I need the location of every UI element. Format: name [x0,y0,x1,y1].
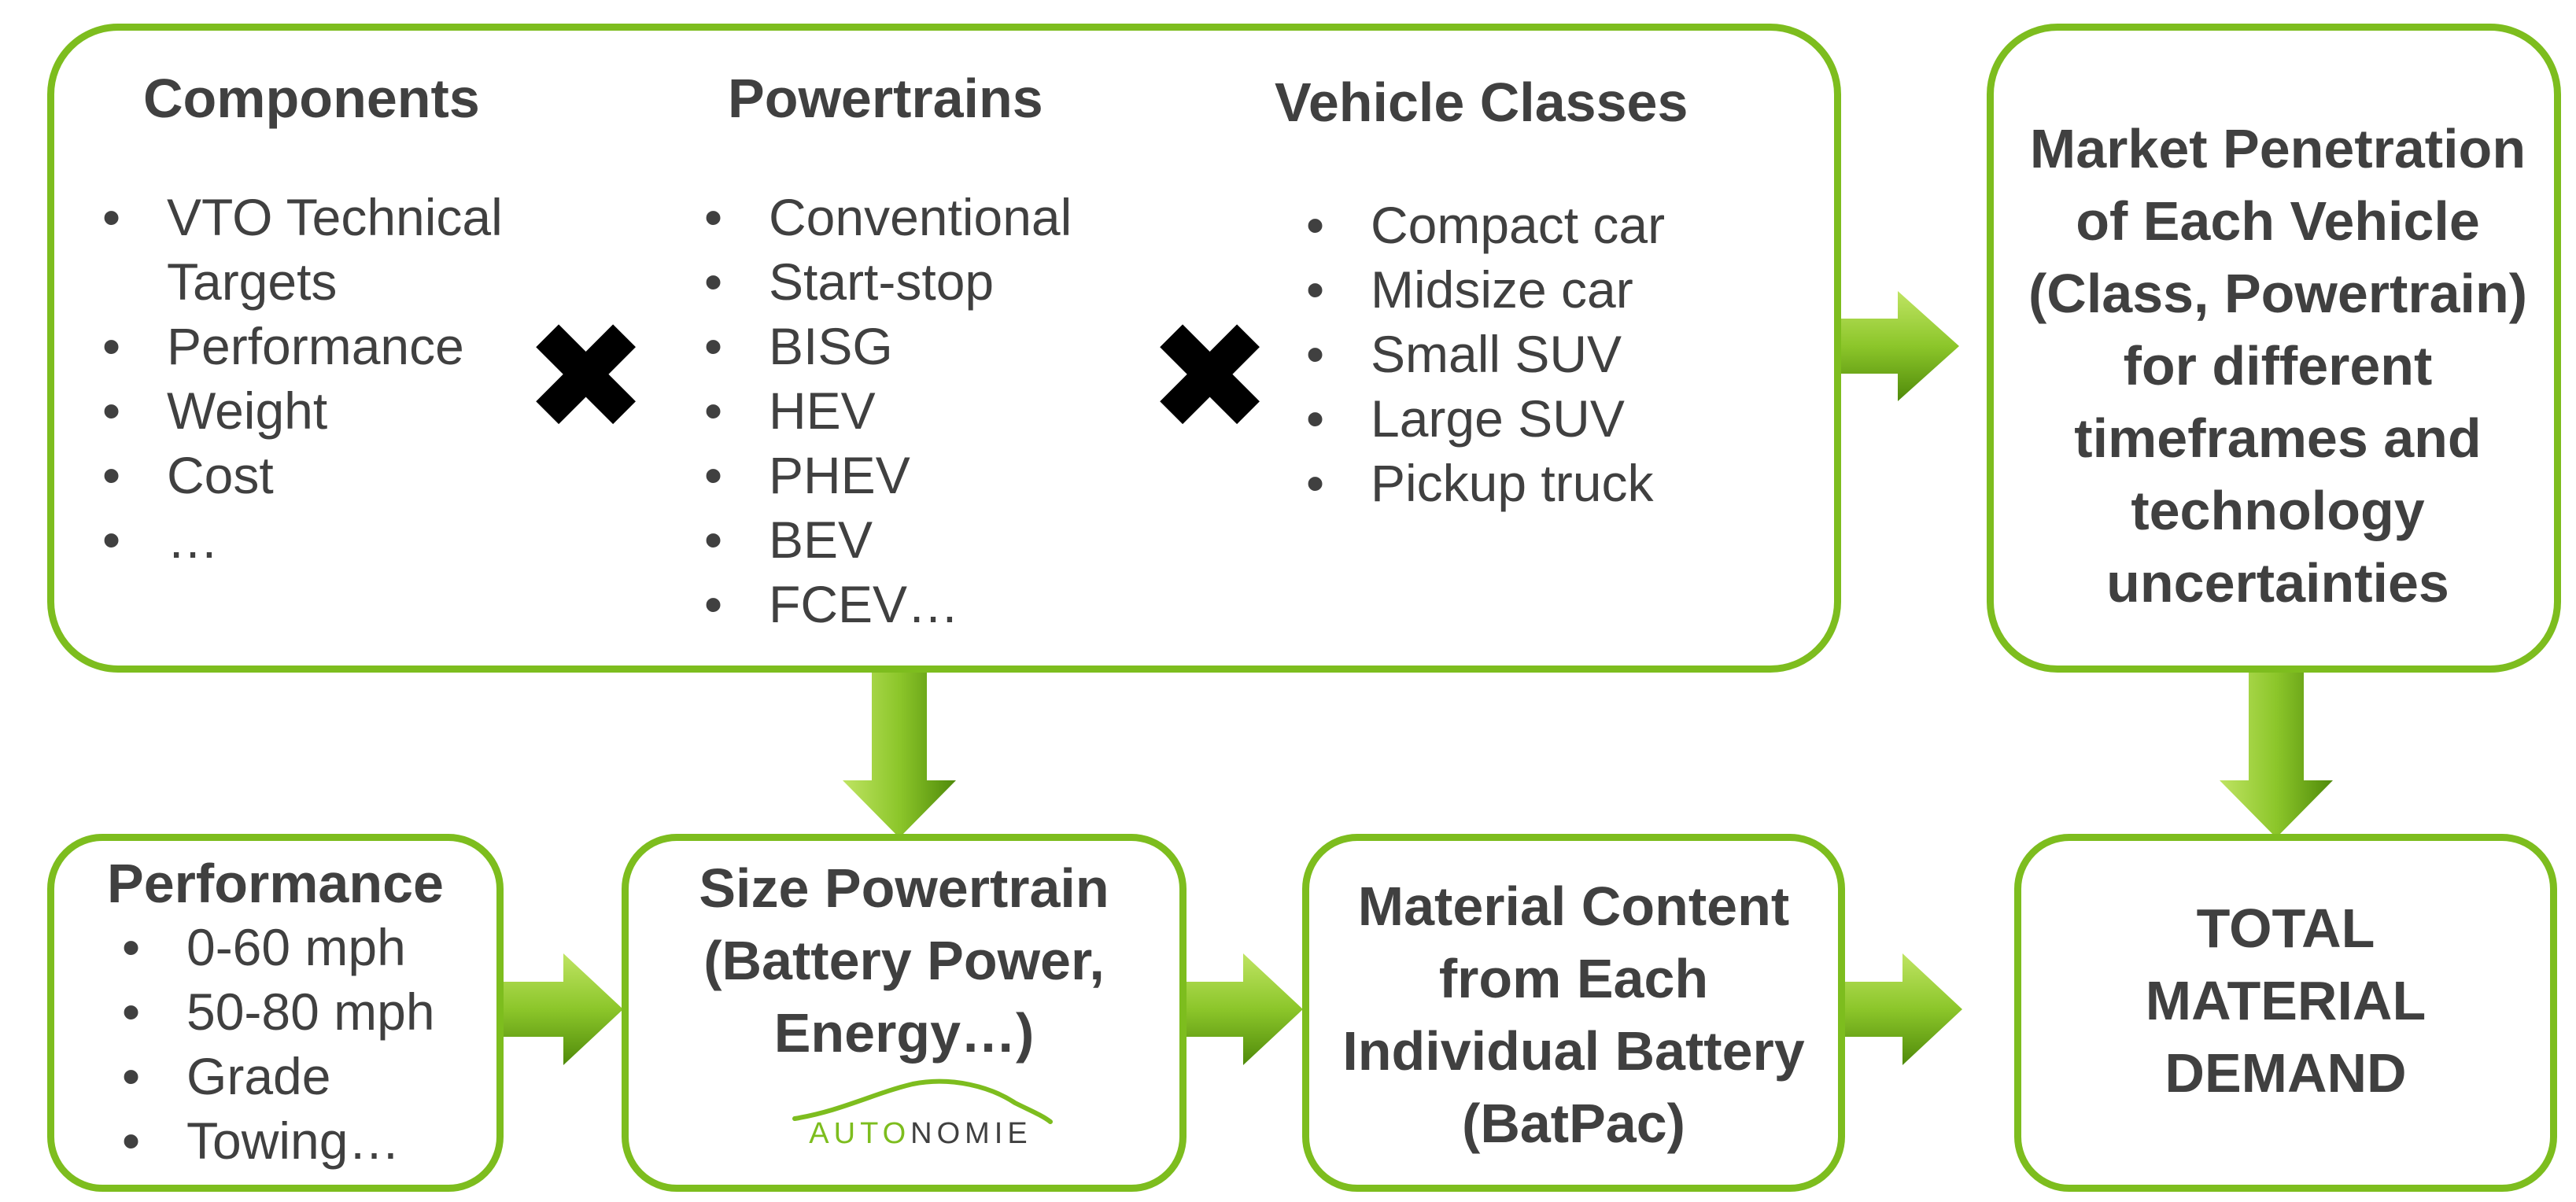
list-item: Small SUV [1306,322,1794,386]
text-line: (BatPac) [1462,1093,1685,1154]
text-line: MATERIAL [2145,970,2427,1031]
list-item: Pickup truck [1306,451,1794,515]
list-item: Cost [102,443,543,507]
autonomie-logo-text: AUTONOMIE [809,1117,1032,1150]
list-item: 50-80 mph [122,979,504,1044]
market-penetration-box [1987,24,2561,673]
size-powertrain-text: Size Powertrain (Battery Power, Energy…) [622,852,1187,1069]
list-item: Performance [102,314,543,378]
text-line: Energy…) [773,1002,1035,1064]
text-line: timeframes and [2074,407,2482,469]
arrow-market-to-total [2220,669,2333,838]
performance-column: Performance 0-60 mph 50-80 mph Grade Tow… [47,852,504,1173]
list-item: HEV [704,378,1145,443]
arrow-performance-to-size [504,953,623,1065]
vehicle-classes-title: Vehicle Classes [1275,72,1688,133]
list-item: Midsize car [1306,257,1794,322]
total-demand-box [2014,834,2557,1192]
performance-list: 0-60 mph 50-80 mph Grade Towing… [47,915,504,1173]
arrow-top-to-market [1838,291,1959,401]
arrow-size-to-material [1185,953,1303,1065]
components-title: Components [143,68,480,129]
car-outline-icon [792,1078,1053,1124]
performance-title: Performance [107,853,444,914]
text-line: DEMAND [2165,1042,2407,1104]
size-powertrain-box [622,834,1187,1192]
multiply-icon: ✖ [523,294,649,461]
text-line: uncertainties [2106,552,2449,614]
arrow-top-to-size [843,669,956,838]
vehicle-classes-list: Compact car Midsize car Small SUV Large … [1306,193,1794,515]
powertrains-title: Powertrains [728,68,1043,129]
components-list: VTO Technical Targets Performance Weight… [102,185,543,572]
arrow-material-to-total [1843,953,1962,1065]
multiply-icon: ✖ [1147,294,1273,461]
list-item: Start-stop [704,249,1145,314]
material-content-box [1302,834,1845,1192]
text-line: (Battery Power, [703,930,1105,991]
vehicle-classes-column: Vehicle Classes Compact car Midsize car … [1275,71,1794,515]
list-item: BEV [704,507,1145,572]
powertrains-list: Conventional Start-stop BISG HEV PHEV BE… [704,185,1145,636]
text-line: Individual Battery [1342,1020,1805,1082]
list-item: Weight [102,378,543,443]
list-item: Towing… [122,1108,504,1173]
components-column: Components VTO Technical Targets Perform… [102,67,543,572]
total-demand-text: TOTAL MATERIAL DEMAND [2014,892,2557,1109]
list-item: Compact car [1306,193,1794,257]
list-item: Large SUV [1306,386,1794,451]
text-line: TOTAL [2196,898,2375,959]
list-item: … [102,507,543,572]
text-line: technology [2131,480,2425,541]
market-penetration-text: Market Penetration of Each Vehicle (Clas… [1991,112,2565,619]
list-item: BISG [704,314,1145,378]
list-item: PHEV [704,443,1145,507]
list-item: Conventional [704,185,1145,249]
text-line: Market Penetration [2029,118,2526,179]
list-item: FCEV… [704,572,1145,636]
text-line: of Each Vehicle [2076,190,2480,252]
text-line: Material Content [1357,876,1790,937]
text-line: for different [2123,335,2433,396]
material-content-text: Material Content from Each Individual Ba… [1302,870,1845,1160]
list-item: VTO Technical Targets [102,185,513,314]
list-item: 0-60 mph [122,915,504,979]
powertrains-column: Powertrains Conventional Start-stop BISG… [704,67,1145,636]
text-line: (Class, Powertrain) [2028,263,2528,324]
autonomie-logo: AUTONOMIE [779,1070,1062,1164]
text-line: Size Powertrain [699,857,1109,919]
text-line: from Each [1438,948,1709,1009]
list-item: Grade [122,1044,504,1108]
